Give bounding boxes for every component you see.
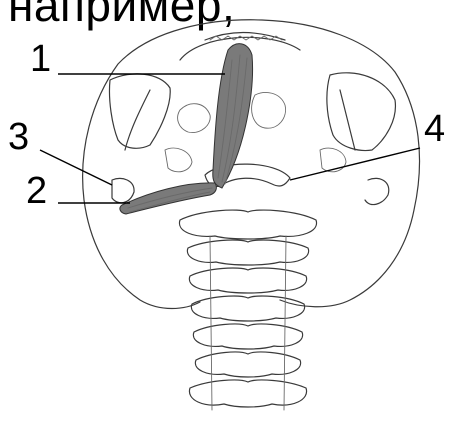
muscle-2: [120, 183, 216, 214]
right-zygomatic: [327, 73, 396, 151]
vertebra-c1: [179, 210, 316, 239]
mastoid-right: [365, 178, 389, 204]
mastoid-left: [112, 179, 134, 203]
cervical-spine: [179, 210, 316, 410]
condyle-left: [165, 148, 192, 172]
label-2: 2: [26, 172, 47, 210]
label-4: 4: [424, 110, 445, 148]
vertebra-c7: [189, 380, 306, 407]
vertebra-c5: [193, 324, 302, 349]
vertebra-c3: [189, 268, 306, 293]
vertebra-c2: [187, 240, 308, 265]
leader-3: [40, 150, 112, 185]
label-3: 3: [8, 118, 29, 156]
condyle-right: [320, 148, 346, 172]
right-arch: [340, 90, 355, 150]
left-arch: [125, 90, 150, 150]
palate-detail-2: [178, 104, 211, 133]
vertebra-c4: [191, 296, 304, 321]
label-1: 1: [30, 40, 51, 78]
palate-detail: [252, 92, 286, 128]
leader-4: [290, 148, 420, 180]
